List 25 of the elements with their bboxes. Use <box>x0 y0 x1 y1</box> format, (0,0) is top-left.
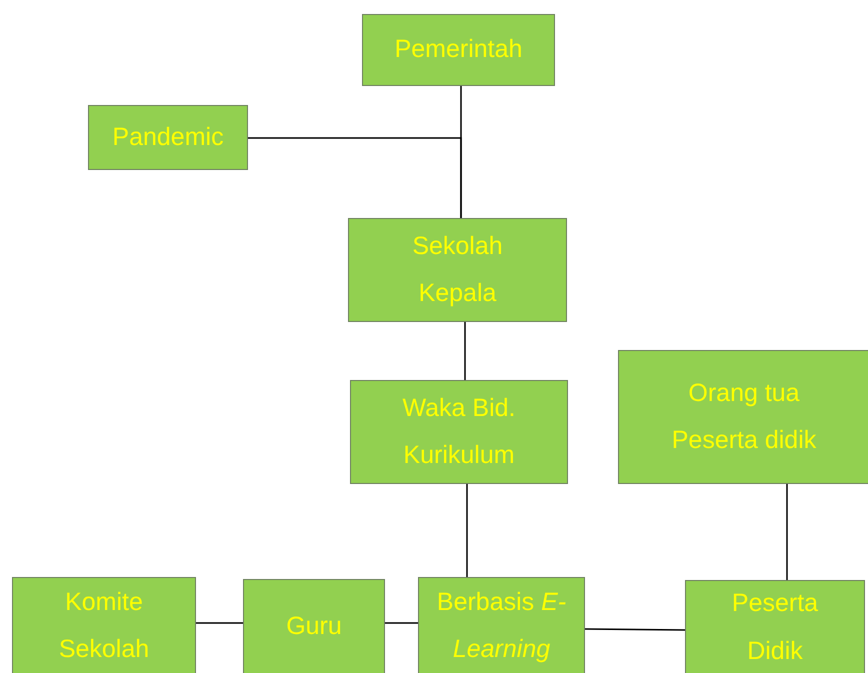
node-label: Sekolah Kepala <box>411 230 504 309</box>
process-box <box>348 218 567 322</box>
connector-line <box>385 622 418 624</box>
node-label: Peserta Didik <box>730 588 820 666</box>
node-label: Komite Sekolah <box>58 586 150 665</box>
process-box <box>88 105 248 170</box>
node-label: Orang tua Peserta didik <box>670 378 818 456</box>
process-box <box>362 14 555 86</box>
process-box <box>12 577 196 673</box>
node-label: Waka Bid. Kurikulum <box>401 392 516 471</box>
connector-line <box>466 484 468 577</box>
connector-line <box>248 137 462 218</box>
connector-line <box>464 322 466 380</box>
process-box <box>418 577 585 673</box>
node-label: Guru <box>285 611 343 642</box>
node-label: Pemerintah <box>394 34 524 66</box>
process-box <box>618 350 868 484</box>
node-label: Berbasis E-Learning <box>436 586 568 665</box>
process-box <box>350 380 568 484</box>
connector-line <box>786 484 788 580</box>
process-box <box>243 579 385 673</box>
process-box <box>685 580 865 673</box>
connector-line <box>196 622 243 624</box>
node-label: Pandemic <box>111 122 225 153</box>
connector-line <box>585 628 685 631</box>
